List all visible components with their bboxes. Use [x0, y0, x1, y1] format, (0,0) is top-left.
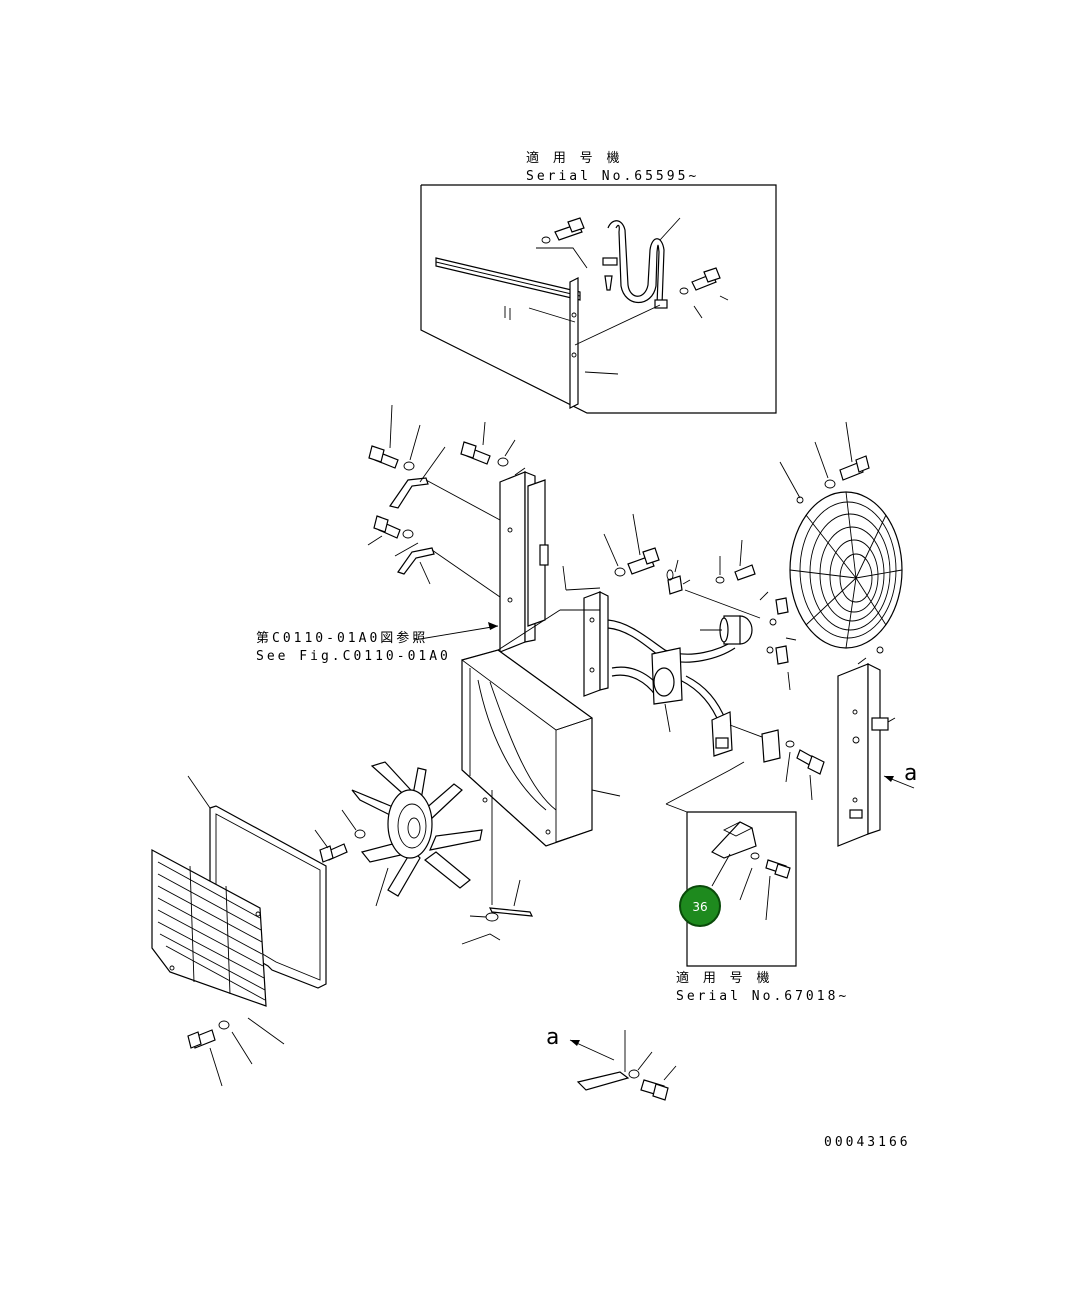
view-a-bottom-label: a	[546, 1025, 559, 1050]
view-marker-right: a	[883, 761, 917, 789]
inset-bolt-2	[679, 267, 721, 295]
motor-fittings	[666, 559, 797, 691]
tall-bracket-assembly	[499, 467, 549, 653]
drawing-number: 00043166	[824, 1135, 911, 1150]
see-fig-label-jp: 第C0110-01A0図参照	[256, 630, 428, 646]
bottom-inset-label-jp: 適 用 号 機	[676, 970, 772, 986]
fan-shroud	[460, 609, 621, 847]
inset-bolt-1	[541, 217, 585, 244]
bottom-inset-label-en: Serial No.67018~	[676, 989, 849, 1004]
bottom-inset: 適 用 号 機 Serial No.67018~	[665, 761, 849, 1004]
cooling-fan	[351, 761, 483, 907]
top-inset-label-jp: 適 用 号 機	[526, 150, 622, 166]
motor-bolts	[603, 513, 756, 584]
center-lower-bracket	[711, 711, 771, 757]
see-fig-reference: 第C0110-01A0図参照 See Fig.C0110-01A0	[256, 622, 499, 664]
top-inset-label-en: Serial No.65595~	[526, 169, 699, 184]
callout-36[interactable]: 36	[679, 885, 721, 927]
callout-36-circle[interactable]	[679, 885, 721, 927]
view-a-right-label: a	[904, 761, 917, 786]
inset-pipe	[602, 220, 668, 309]
inset-bracket-bar	[435, 257, 581, 320]
view-a-bottom: a	[546, 1025, 677, 1101]
screen-bolt	[187, 1017, 285, 1087]
hose-clamp	[761, 729, 825, 801]
drain-rod	[461, 790, 534, 945]
left-small-bracket-2	[397, 547, 501, 598]
hydraulic-motor	[700, 615, 753, 645]
inset-vertical-plate	[569, 277, 579, 409]
callout-36-number[interactable]: 36	[692, 900, 707, 914]
see-fig-label-en: See Fig.C0110-01A0	[256, 649, 451, 664]
left-upper-bolts	[367, 404, 516, 557]
top-inset: 適 用 号 機 Serial No.65595~	[420, 150, 777, 414]
fan-bolt	[314, 809, 366, 863]
left-small-bracket-1	[389, 446, 501, 521]
radiator-screen	[151, 848, 267, 1007]
fan-guard	[779, 461, 903, 654]
center-vertical-bracket	[562, 565, 609, 697]
small-mount-bracket	[651, 647, 683, 733]
right-vertical-bracket	[837, 657, 896, 847]
fan-guard-bolt	[814, 421, 870, 489]
top-inset-frame	[420, 184, 777, 414]
